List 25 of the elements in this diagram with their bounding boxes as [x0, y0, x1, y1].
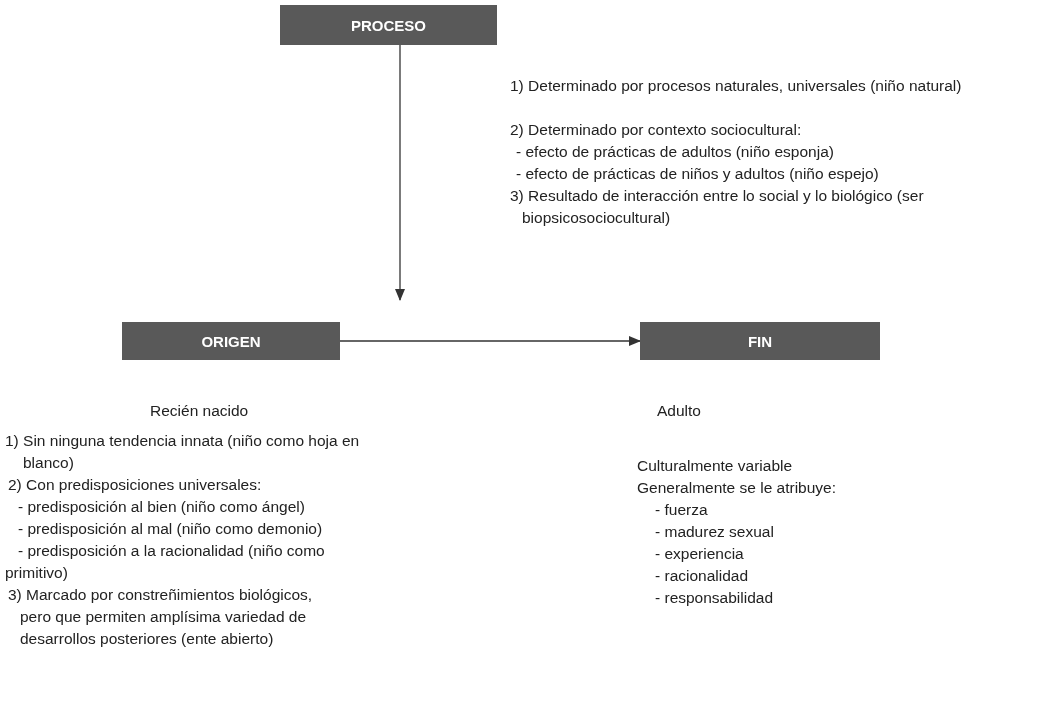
node-caption: Adulto	[657, 401, 701, 421]
list-item: - predisposición al bien (niño como ángel)	[18, 497, 305, 517]
list-item: - experiencia	[655, 544, 744, 564]
end-title-bar: FIN	[640, 322, 880, 360]
list-item: - predisposición a la racionalidad (niño como primitivo)	[5, 541, 326, 583]
list-item: - madurez sexual	[655, 522, 774, 542]
process-title-bar: PROCESO	[280, 5, 497, 45]
list-item: - efecto de prácticas de niños y adultos (niño espejo)	[516, 164, 879, 184]
list-item: Culturalmente variable	[637, 456, 793, 476]
list-item: 1) Sin ninguna tendencia innata (niño como hoja en blanco)	[5, 431, 361, 473]
origin-title-bar: ORIGEN	[122, 322, 340, 360]
node-caption: Recién nacido	[150, 401, 249, 421]
list-item: 3) Marcado por constreñimientos biológicos, pero que permiten amplísima variedad de desarrollos posteriores (ente abierto)	[8, 585, 314, 649]
list-item: - efecto de prácticas de adultos (niño esponja)	[516, 142, 834, 162]
list-item: 1) Determinado por procesos naturales, universales (niño natural)	[510, 76, 962, 96]
list-item: Generalmente se le atribuye:	[637, 478, 837, 498]
list-item: 2) Determinado por contexto sociocultural:	[510, 120, 802, 140]
list-item: - predisposición al mal (niño como demonio)	[18, 519, 323, 539]
arrow	[339, 336, 641, 346]
list-item: - fuerza	[655, 500, 708, 520]
list-item: 3) Resultado de interacción entre lo social y lo biológico (ser biopsicosociocultural)	[510, 186, 925, 228]
list-item: 2) Con predisposiciones universales:	[8, 475, 262, 495]
list-item: - responsabilidad	[655, 588, 774, 608]
arrow	[395, 44, 405, 301]
list-item: - racionalidad	[655, 566, 749, 586]
